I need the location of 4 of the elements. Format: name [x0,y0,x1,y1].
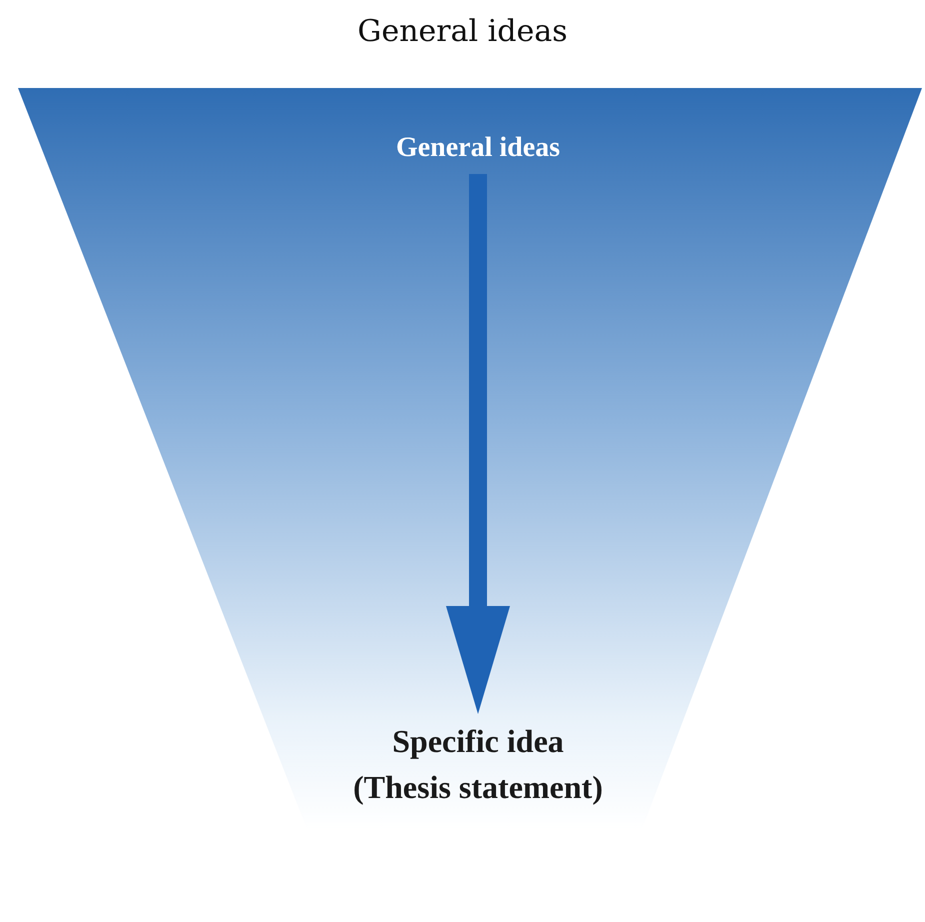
node-label: General ideas [378,128,578,168]
diagram-title: General ideas [356,14,568,49]
node-label: Specific idea (Thesis statement) [348,718,608,818]
arrow [446,174,510,714]
